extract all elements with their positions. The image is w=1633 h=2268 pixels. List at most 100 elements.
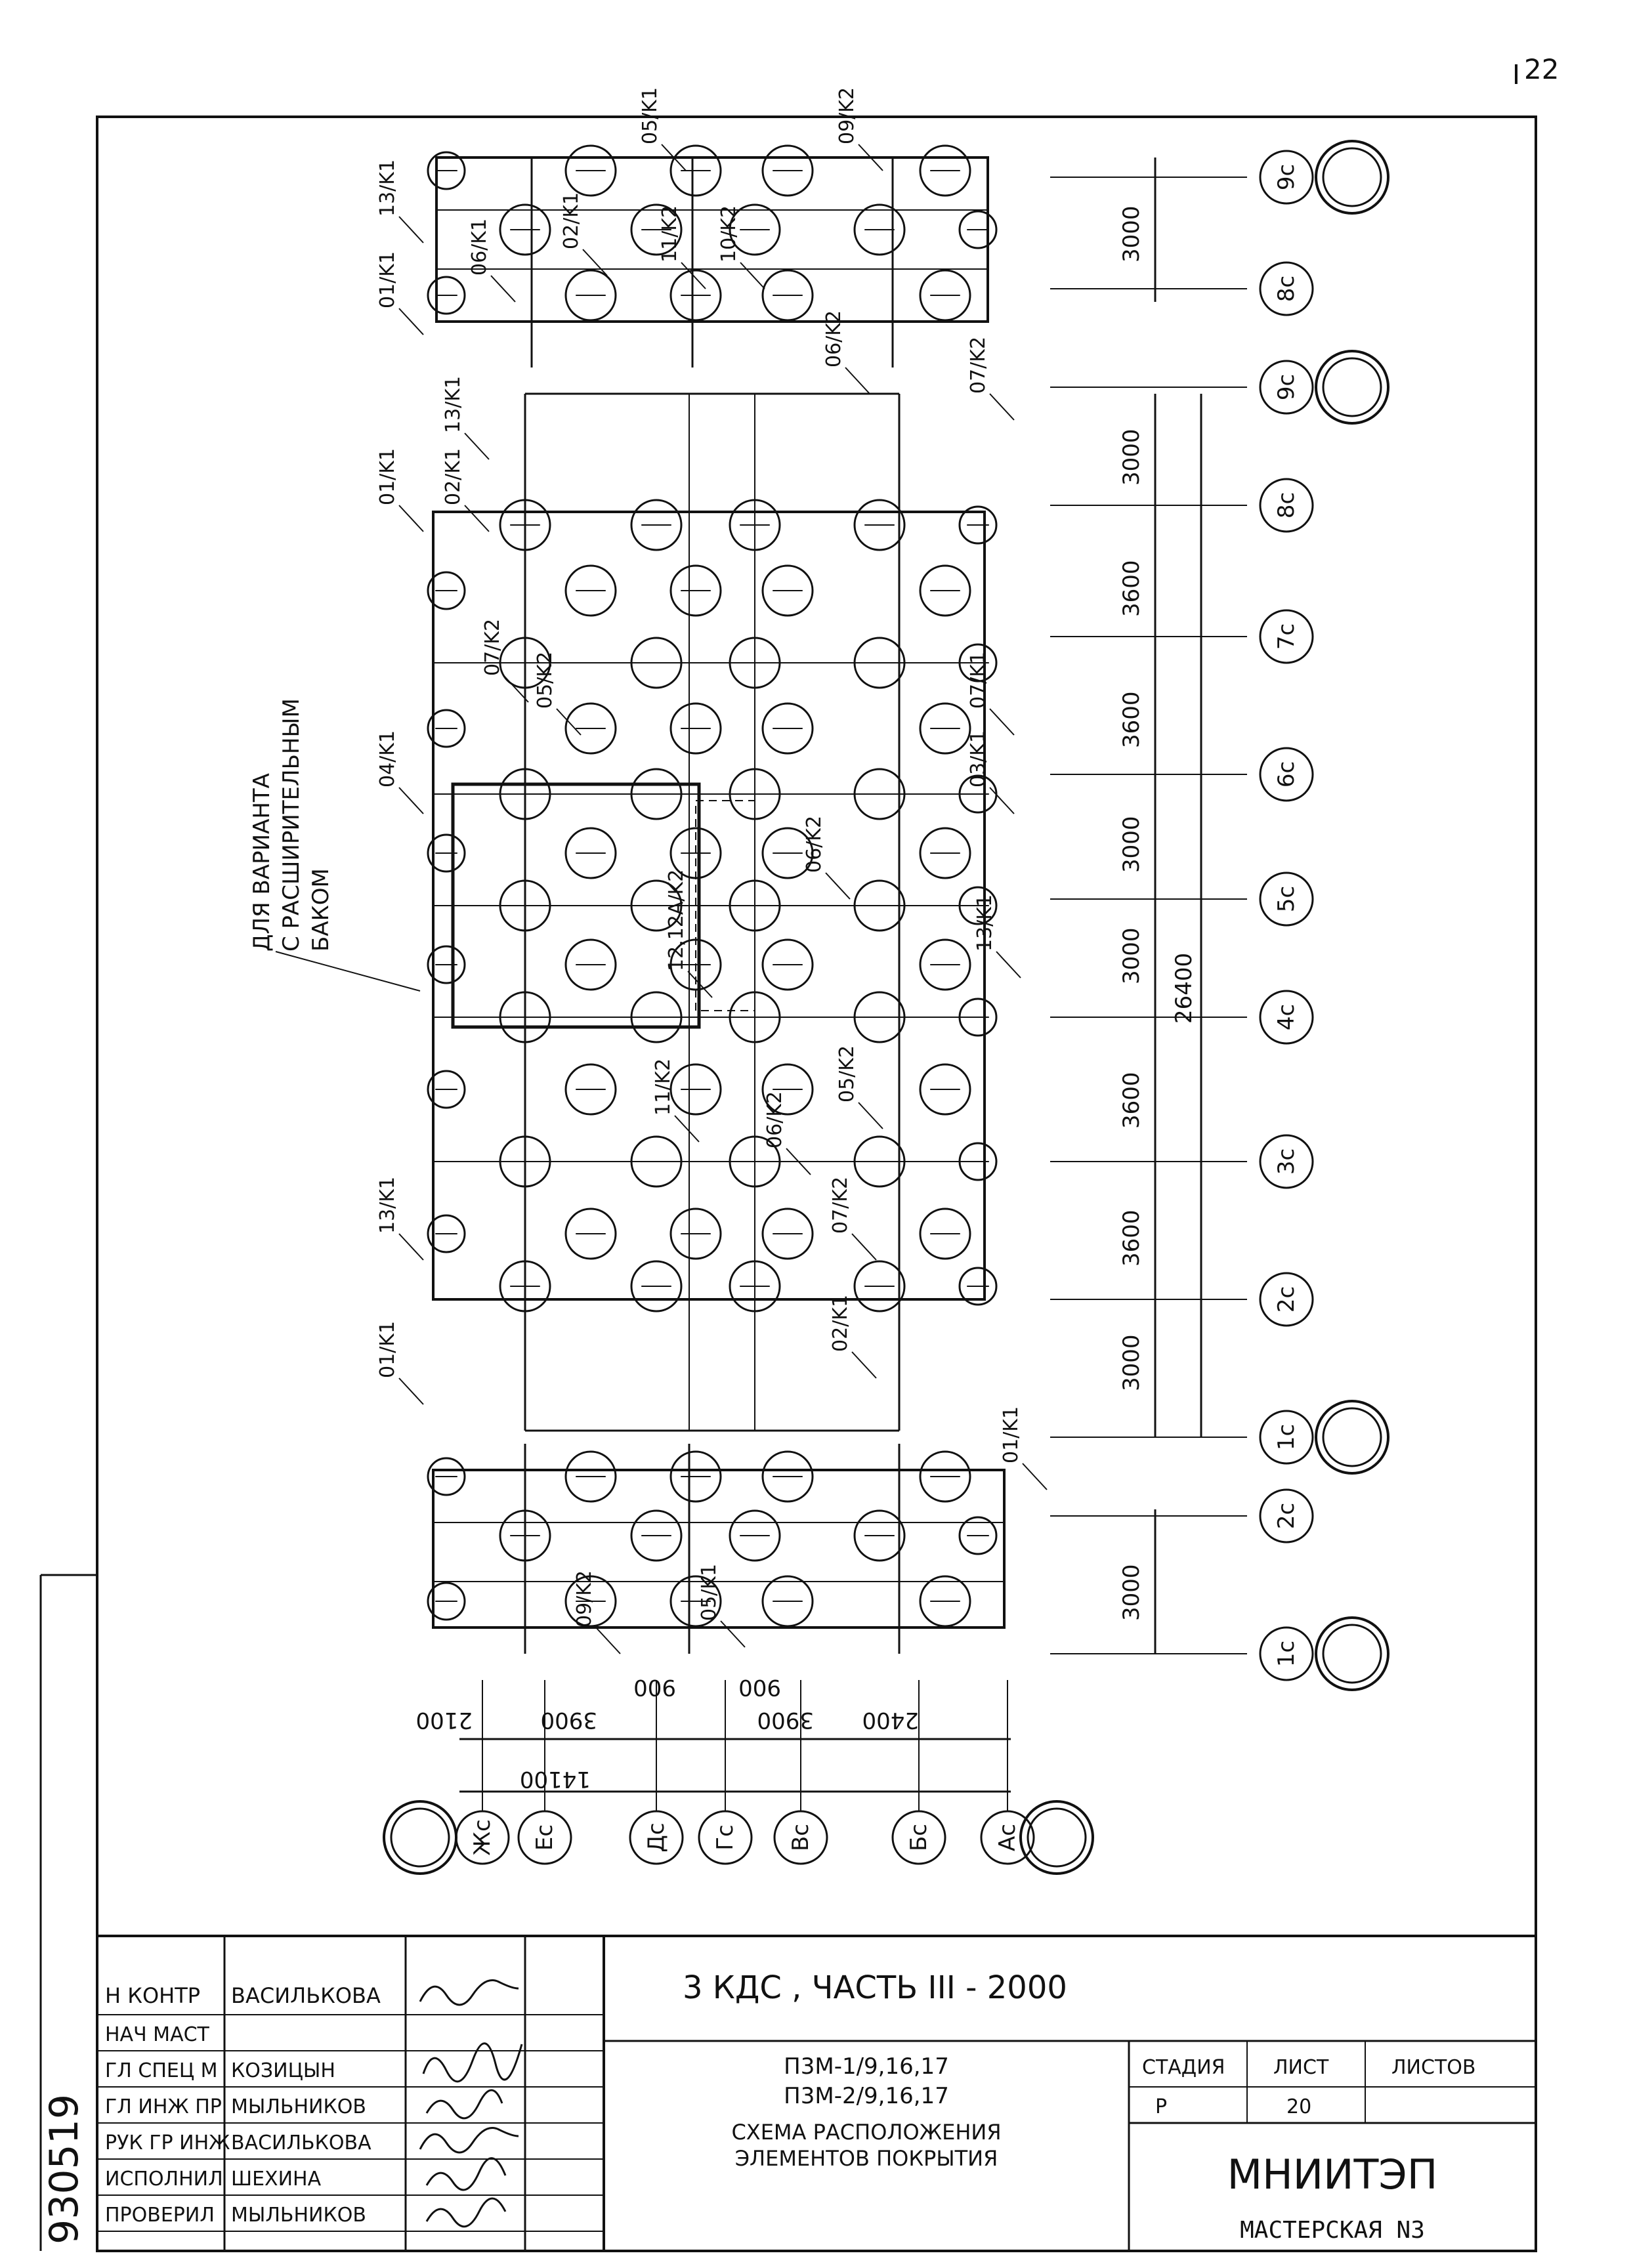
slab-element: [564, 269, 617, 322]
axis-label: Жс: [469, 1819, 496, 1855]
element-mark: 05/K2: [534, 652, 557, 709]
dim-bottom-block: 3000: [1118, 1564, 1145, 1621]
slab-element: [669, 1063, 722, 1116]
slab-element: [564, 938, 617, 991]
role-5: ИСПОЛНИЛ: [105, 2168, 223, 2191]
axis-bubble: [1259, 609, 1314, 664]
axis-marker-double: [383, 1800, 457, 1875]
sheet-title-0: СХЕМА РАСПОЛОЖЕНИЯ: [731, 2120, 1001, 2145]
element-mark: 13/K1: [973, 894, 996, 952]
mark-leader: [464, 432, 490, 460]
slab-element: [630, 499, 683, 551]
sheets-label: ЛИСТОВ: [1391, 2056, 1475, 2079]
slab-element: [761, 938, 814, 991]
mark-leader: [786, 1148, 811, 1175]
axis-label: 3с: [1273, 1148, 1300, 1175]
expansion-tank-zone: [451, 782, 701, 1029]
slab-element: [564, 1575, 617, 1628]
slab-element: [427, 1070, 466, 1109]
slab-element: [761, 1575, 814, 1628]
slab-element: [958, 1267, 998, 1306]
slab-element: [427, 571, 466, 610]
signature: [419, 1979, 519, 2006]
axis-label: 2с: [1273, 1286, 1300, 1312]
slab-element: [853, 637, 906, 689]
slab-element: [499, 991, 551, 1043]
mark-leader: [398, 1233, 424, 1261]
dim-main-7: 3000: [1118, 1334, 1145, 1391]
variant-note-line-0: ДЛЯ ВАРИАНТА: [249, 773, 275, 952]
axis-label: 2с: [1273, 1503, 1300, 1529]
axis-bubble: [1259, 1488, 1314, 1544]
mark-leader: [398, 787, 424, 814]
slab-element: [669, 1208, 722, 1260]
mark-leader: [996, 951, 1021, 978]
role-6: ПРОВЕРИЛ: [105, 2204, 215, 2227]
axis-label: 9с: [1273, 374, 1300, 400]
axis-marker-inner: [1322, 1624, 1382, 1684]
name-3: МЫЛЬНИКОВ: [231, 2095, 366, 2118]
slab-element: [958, 998, 998, 1037]
element-mark: 05/K1: [639, 87, 662, 144]
name-2: КОЗИЦЫН: [231, 2059, 335, 2082]
element-mark: 07/K2: [967, 337, 990, 394]
mark-leader: [687, 971, 713, 998]
slab-element: [958, 505, 998, 545]
axis-bubble: [517, 1810, 572, 1865]
dim-main-4: 3000: [1118, 927, 1145, 984]
slab-element: [669, 702, 722, 755]
dim-h-2: 2400: [862, 1707, 919, 1733]
axis-label: Ас: [994, 1824, 1021, 1851]
axis-marker-inner: [1322, 1407, 1382, 1467]
mark-leader: [595, 1627, 621, 1654]
element-mark: 01/K1: [376, 448, 399, 505]
axis-label: Гс: [712, 1824, 738, 1850]
dim-h-3: 3900: [757, 1707, 814, 1733]
top-block-outline: [435, 156, 989, 323]
element-mark: 06/K2: [763, 1091, 786, 1148]
mark-leader: [556, 708, 582, 736]
dim-h-0: 2100: [415, 1707, 473, 1733]
signature: [419, 2127, 519, 2154]
variant-note: ДЛЯ ВАРИАНТА С РАСШИРИТЕЛЬНЫМ БАКОМ: [249, 698, 421, 992]
element-mark: 07/K2: [829, 1177, 852, 1234]
slab-element: [564, 1450, 617, 1503]
mark-leader: [464, 505, 490, 532]
axis-bubble: [980, 1810, 1035, 1865]
dim-h-small-1: 900: [738, 1674, 781, 1700]
axis-bubble: [1259, 747, 1314, 802]
axis-bubble: [1259, 1410, 1314, 1465]
axis-marker-double: [1315, 140, 1389, 215]
dim-main-6: 3600: [1118, 1209, 1145, 1267]
slab-element: [427, 709, 466, 748]
axis-label: Дс: [643, 1822, 669, 1852]
slab-element: [919, 564, 971, 617]
element-mark: 04/K1: [376, 730, 399, 788]
slab-element: [729, 499, 781, 551]
slab-element: [853, 1135, 906, 1188]
name-5: ШЕХИНА: [231, 2168, 322, 2191]
element-mark: 13/K1: [376, 159, 399, 217]
mark-leader: [720, 1620, 746, 1648]
slab-element: [564, 827, 617, 879]
slab-element: [630, 1135, 683, 1188]
slab-element: [669, 1450, 722, 1503]
mark-leader: [740, 262, 765, 289]
mark-leader: [503, 675, 529, 703]
axis-label: 1с: [1273, 1424, 1300, 1450]
slab-element: [761, 827, 814, 879]
slab-element: [669, 1575, 722, 1628]
slab-element: [564, 144, 617, 197]
name-6: МЫЛЬНИКОВ: [231, 2204, 366, 2227]
dim-h-total: 14100: [520, 1766, 591, 1792]
slab-element: [630, 203, 683, 256]
slab-element: [919, 827, 971, 879]
slab-element: [427, 276, 466, 315]
vertical-dimensions: 3000 3000 3600 3600 3000 3000 3600 3600 …: [1118, 158, 1202, 1654]
slab-element: [499, 768, 551, 820]
workshop: МАСТЕРСКАЯ N3: [1240, 2217, 1425, 2244]
